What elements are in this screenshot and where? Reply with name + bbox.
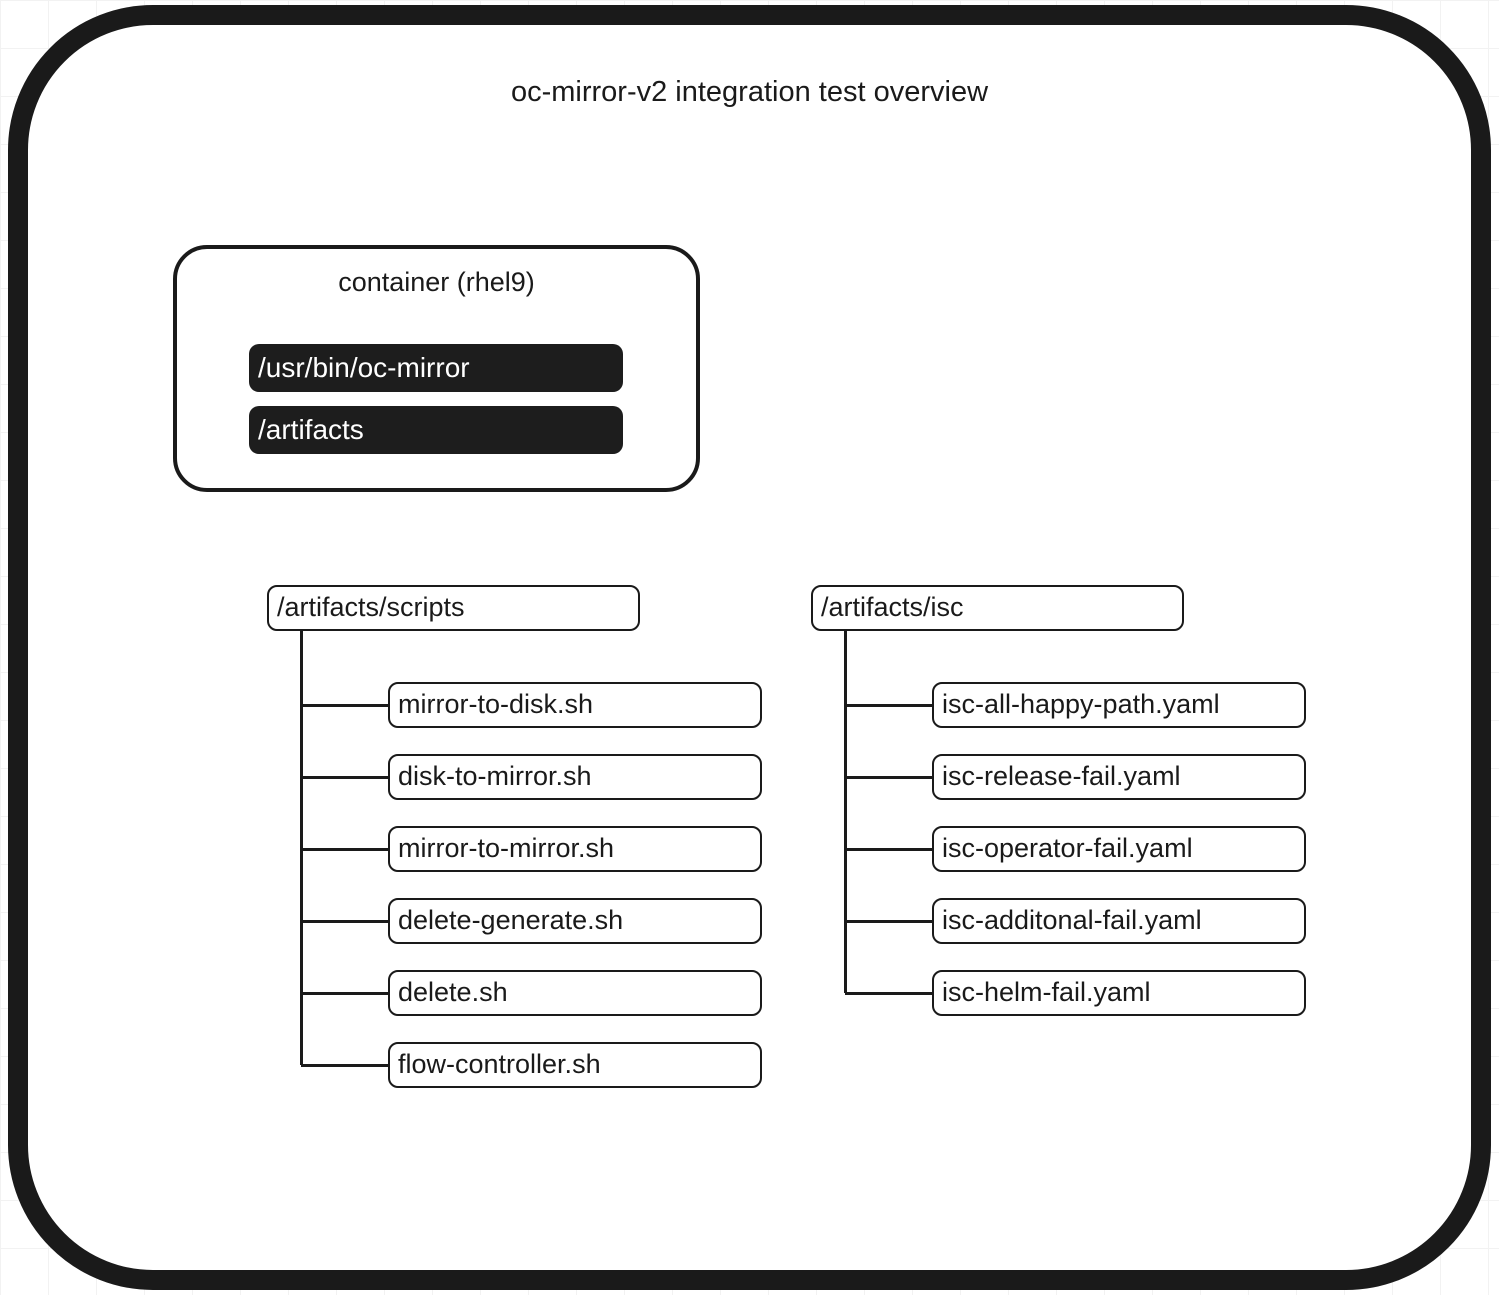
tree-node-box: flow-controller.sh [388, 1042, 762, 1088]
tree-node-label: mirror-to-mirror.sh [398, 833, 614, 863]
container-path-label: /usr/bin/oc-mirror [258, 352, 470, 383]
container-path-box: /artifacts [249, 406, 623, 454]
tree-connector-line [301, 991, 389, 995]
tree-node-label: isc-additonal-fail.yaml [942, 905, 1202, 935]
tree-artifacts-isc: /artifacts/isc isc-all-happy-path.yaml is… [811, 585, 1311, 1095]
tree-node-box: isc-all-happy-path.yaml [932, 682, 1306, 728]
tree-node-label: delete-generate.sh [398, 905, 624, 935]
tree-node-box: delete-generate.sh [388, 898, 762, 944]
tree-node-box: isc-release-fail.yaml [932, 754, 1306, 800]
tree-node-box: mirror-to-disk.sh [388, 682, 762, 728]
tree-root-label: /artifacts/scripts [277, 592, 465, 622]
tree-connector-line [301, 1063, 389, 1067]
tree-node-label: isc-operator-fail.yaml [942, 833, 1193, 863]
tree-root-box: /artifacts/scripts [267, 585, 640, 631]
tree-connector-line [845, 775, 933, 779]
tree-connector-line [845, 847, 933, 851]
tree-node-box: mirror-to-mirror.sh [388, 826, 762, 872]
tree-connector-line [845, 703, 933, 707]
tree-trunk-line [843, 630, 847, 993]
tree-connector-line [301, 775, 389, 779]
tree-connector-line [301, 703, 389, 707]
page-title: oc-mirror-v2 integration test overview [510, 76, 989, 108]
container-box: container (rhel9) /usr/bin/oc-mirror/art… [173, 245, 700, 492]
tree-node-box: disk-to-mirror.sh [388, 754, 762, 800]
tree-node-label: disk-to-mirror.sh [398, 761, 592, 791]
tree-node-label: isc-release-fail.yaml [942, 761, 1181, 791]
tree-node-label: isc-all-happy-path.yaml [942, 689, 1220, 719]
tree-root-box: /artifacts/isc [811, 585, 1184, 631]
tree-node-box: delete.sh [388, 970, 762, 1016]
tree-node-box: isc-helm-fail.yaml [932, 970, 1306, 1016]
container-path-label: /artifacts [258, 414, 364, 445]
tree-node-box: isc-additonal-fail.yaml [932, 898, 1306, 944]
tree-artifacts-scripts: /artifacts/scripts mirror-to-disk.sh disk… [267, 585, 767, 1095]
container-label: container (rhel9) [338, 267, 535, 297]
tree-root-label: /artifacts/isc [821, 592, 964, 622]
container-path-box: /usr/bin/oc-mirror [249, 344, 623, 392]
tree-node-label: mirror-to-disk.sh [398, 689, 594, 719]
tree-connector-line [301, 919, 389, 923]
tree-node-label: flow-controller.sh [398, 1049, 601, 1079]
tree-node-label: isc-helm-fail.yaml [942, 977, 1151, 1007]
tree-node-label: delete.sh [398, 977, 508, 1007]
tree-connector-line [845, 919, 933, 923]
tree-connector-line [845, 991, 933, 995]
tree-connector-line [301, 847, 389, 851]
tree-node-box: isc-operator-fail.yaml [932, 826, 1306, 872]
